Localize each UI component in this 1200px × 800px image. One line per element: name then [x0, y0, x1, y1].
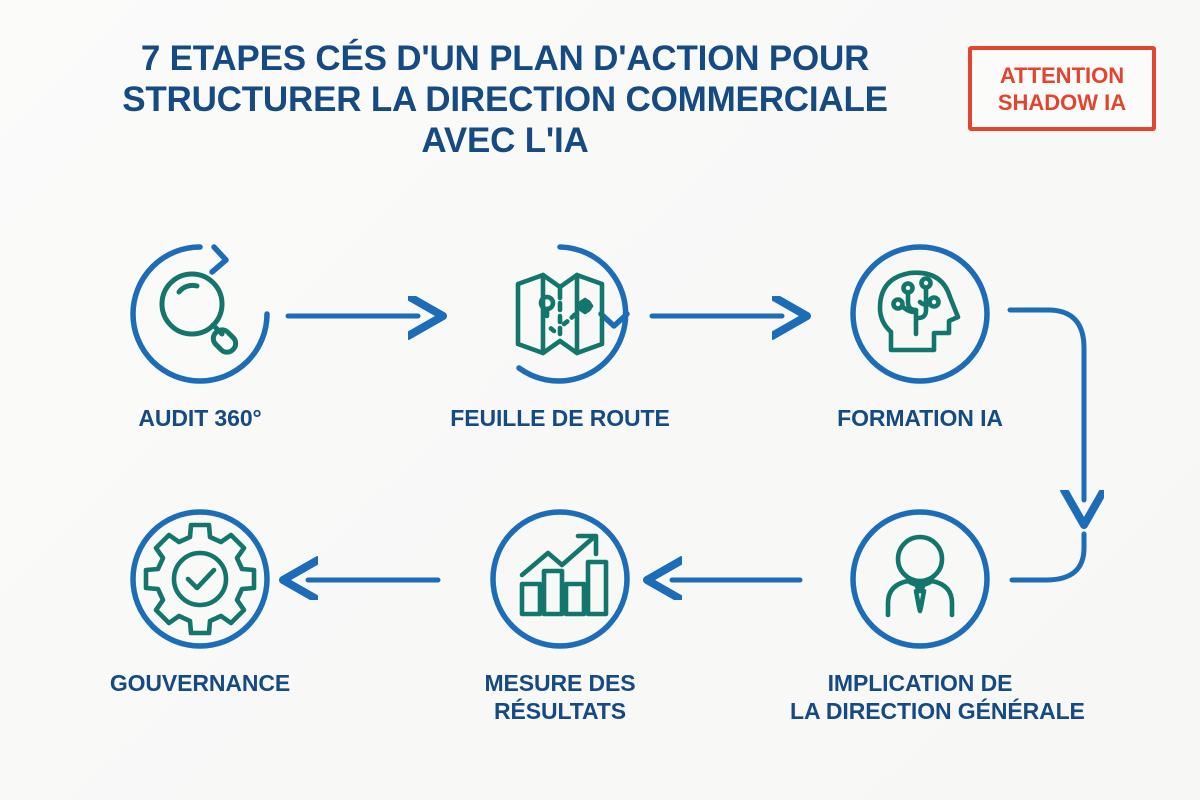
solid-circle-ring-icon	[490, 509, 630, 649]
circular-arrow-ring-icon	[516, 244, 630, 384]
solid-circle-ring-icon	[850, 244, 990, 384]
step-formation-ia[interactable]: FORMATION IA	[790, 240, 1050, 432]
page-title: 7 ETAPES CÉS D'UN PLAN D'ACTION POUR STR…	[60, 38, 950, 161]
step-formation-label: FORMATION IA	[837, 405, 1003, 431]
executive-person-icon	[885, 534, 955, 618]
step-mesure-label: MESURE DES RÉSULTATS	[484, 670, 636, 724]
step-gouvernance[interactable]: GOUVERNANCE	[70, 505, 330, 697]
solid-circle-ring-icon	[130, 509, 270, 649]
folded-map-icon	[515, 272, 605, 356]
step-audit-label: AUDIT 360°	[138, 405, 262, 431]
step-implication-label: IMPLICATION DE LA DIRECTION GÉNÉRALE	[790, 670, 1085, 724]
step-audit-360[interactable]: AUDIT 360°	[70, 240, 330, 432]
growth-bar-chart-icon	[519, 533, 609, 617]
ai-head-icon	[877, 270, 961, 353]
step-mesure-resultats[interactable]: MESURE DES RÉSULTATS	[430, 505, 690, 725]
step-implication-ring	[846, 505, 994, 653]
badge-line-2: SHADOW IA	[997, 89, 1127, 115]
magnifier-icon	[159, 271, 239, 355]
step-roadmap-ring	[486, 240, 634, 388]
badge-line-1: ATTENTION	[999, 62, 1125, 88]
header: 7 ETAPES CÉS D'UN PLAN D'ACTION POUR STR…	[0, 38, 1200, 188]
step-feuille-de-route[interactable]: FEUILLE DE ROUTE	[430, 240, 690, 432]
step-formation-ring	[846, 240, 994, 388]
step-audit-ring	[126, 240, 274, 388]
solid-circle-ring-icon	[850, 509, 990, 649]
step-implication-direction[interactable]: IMPLICATION DE LA DIRECTION GÉNÉRALE	[790, 505, 1085, 725]
gear-check-icon	[143, 522, 257, 636]
title-line-3: AVEC L'IA	[421, 121, 589, 160]
circular-arrow-ring-icon	[130, 244, 270, 384]
step-gouvernance-ring	[126, 505, 274, 653]
step-roadmap-label: FEUILLE DE ROUTE	[450, 405, 670, 431]
attention-shadow-ia-badge: ATTENTION SHADOW IA	[968, 46, 1156, 131]
step-gouvernance-label: GOUVERNANCE	[109, 670, 291, 696]
title-line-2: STRUCTURER LA DIRECTION COMMERCIALE	[122, 80, 888, 119]
title-line-1: 7 ETAPES CÉS D'UN PLAN D'ACTION POUR	[140, 39, 870, 78]
step-mesure-ring	[486, 505, 634, 653]
